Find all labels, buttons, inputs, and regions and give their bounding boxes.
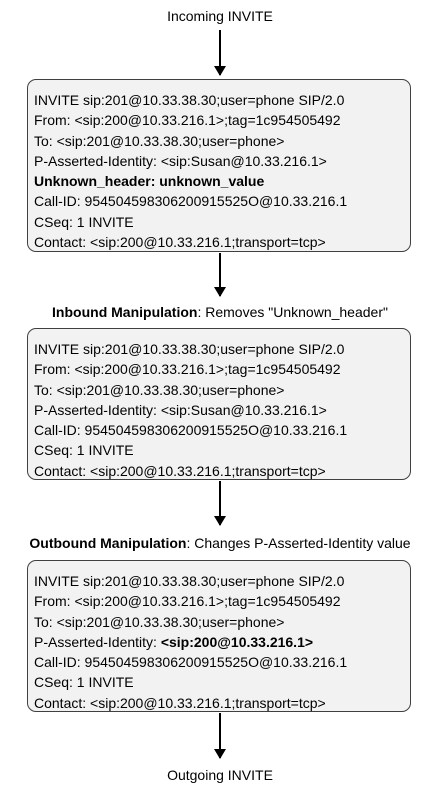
arrow-down-3 [214,481,226,526]
contact-header: Contact: <sip:200@10.33.216.1;transport=… [34,694,326,711]
arrow-down-4 [214,713,226,759]
outgoing-invite-label: Outgoing INVITE [167,767,273,783]
from-header: From: <sip:200@10.33.216.1>;tag=1c954505… [34,593,341,610]
contact-header: Contact: <sip:200@10.33.216.1;transport=… [34,462,326,479]
sip-message-outgoing: INVITE sip:201@10.33.38.30;user=phone SI… [27,560,411,712]
inbound-manipulation-description: : Removes "Unknown_header" [197,304,388,320]
contact-header: Contact: <sip:200@10.33.216.1;transport=… [34,234,326,251]
outbound-manipulation-description: : Changes P-Asserted-Identity value [186,535,411,551]
p-asserted-identity-header: P-Asserted-Identity: <sip:Susan@10.33.21… [34,152,327,169]
unknown-header: Unknown_header: unknown_value [34,173,265,190]
sip-message-incoming: INVITE sip:201@10.33.38.30;user=phone SI… [27,79,411,252]
arrow-down-2 [214,253,226,297]
request-line: INVITE sip:201@10.33.38.30;user=phone SI… [34,573,345,589]
inbound-manipulation-title: Inbound Manipulation [52,304,198,320]
sip-message-after-inbound: INVITE sip:201@10.33.38.30;user=phone SI… [27,328,411,480]
inbound-manipulation-caption: Inbound Manipulation: Removes "Unknown_h… [0,304,440,321]
p-asserted-identity-header: P-Asserted-Identity: <sip:Susan@10.33.21… [34,401,327,418]
cseq-header: CSeq: 1 INVITE [34,674,134,691]
outbound-manipulation-title: Outbound Manipulation [29,535,187,551]
arrow-down-1 [214,30,226,76]
from-header: From: <sip:200@10.33.216.1>;tag=1c954505… [34,361,341,378]
p-asserted-identity-label: P-Asserted-Identity: [34,633,161,650]
outbound-manipulation-caption: Outbound Manipulation: Changes P-Asserte… [0,535,440,552]
to-header: To: <sip:201@10.33.38.30;user=phone> [34,132,285,149]
cseq-header: CSeq: 1 INVITE [34,213,134,230]
request-line: INVITE sip:201@10.33.38.30;user=phone SI… [34,92,345,108]
cseq-header: CSeq: 1 INVITE [34,442,134,459]
call-id-header: Call-ID: 954504598306200915525O@10.33.21… [34,654,348,671]
p-asserted-identity-header: P-Asserted-Identity: <sip:200@10.33.216.… [34,632,410,652]
to-header: To: <sip:201@10.33.38.30;user=phone> [34,613,285,630]
to-header: To: <sip:201@10.33.38.30;user=phone> [34,381,285,398]
call-id-header: Call-ID: 954504598306200915525O@10.33.21… [34,422,348,439]
request-line: INVITE sip:201@10.33.38.30;user=phone SI… [34,341,345,357]
p-asserted-identity-new-value: <sip:200@10.33.216.1> [160,633,314,650]
from-header: From: <sip:200@10.33.216.1>;tag=1c954505… [34,112,341,129]
call-id-header: Call-ID: 954504598306200915525O@10.33.21… [34,193,348,210]
incoming-invite-label: Incoming INVITE [167,8,273,24]
